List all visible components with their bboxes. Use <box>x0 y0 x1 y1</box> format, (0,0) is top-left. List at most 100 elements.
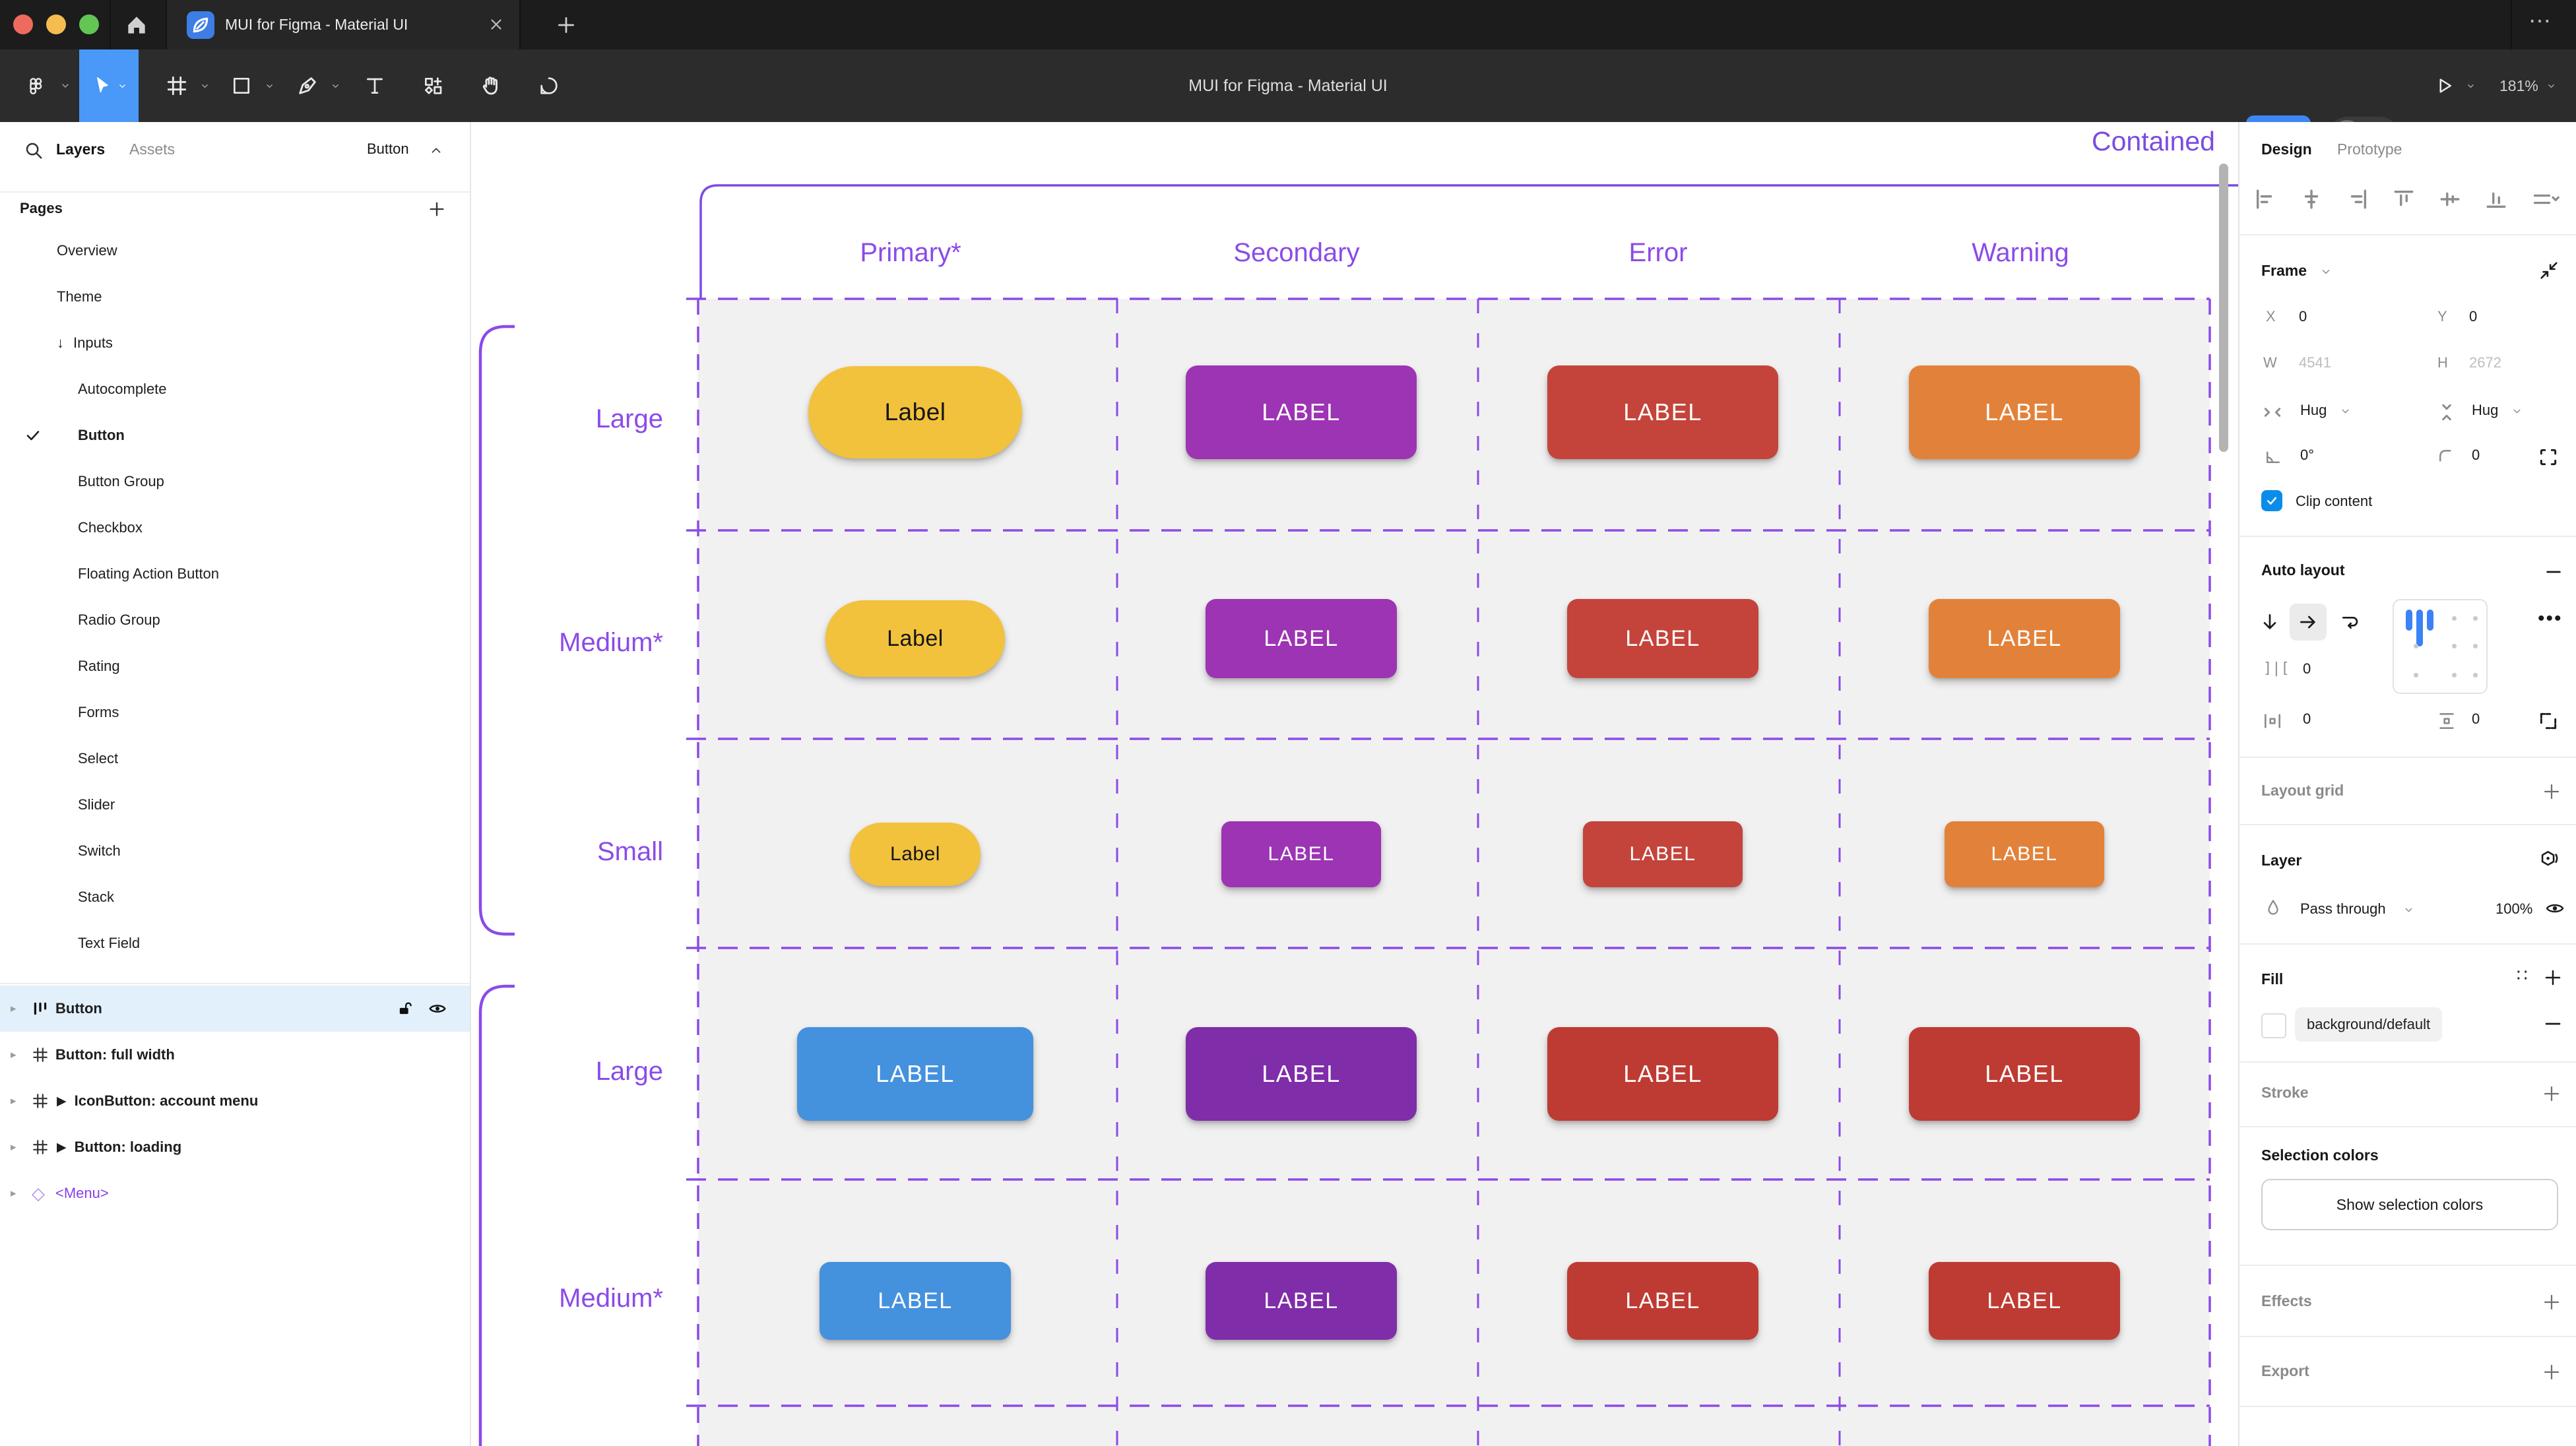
remove-fill-minus-icon[interactable] <box>2543 1014 2563 1034</box>
add-stroke-plus-icon[interactable] <box>2542 1084 2561 1104</box>
horizontal-padding-value[interactable]: 0 <box>2303 710 2311 727</box>
pen-tool-icon[interactable] <box>289 49 326 122</box>
vertical-padding-value[interactable]: 0 <box>2472 710 2480 727</box>
hug-horizontal-value[interactable]: Hug <box>2300 402 2327 418</box>
button-component[interactable]: LABEL <box>1186 1027 1417 1121</box>
canvas-viewport[interactable]: Contained Primary* Secondary Error Warni… <box>471 122 2238 1446</box>
tab-assets[interactable]: Assets <box>129 141 176 158</box>
rotation-value[interactable]: 0° <box>2300 447 2315 463</box>
auto-layout-more-icon[interactable]: ••• <box>2538 608 2563 629</box>
tab-design[interactable]: Design <box>2261 141 2312 158</box>
traffic-minimize-button[interactable] <box>46 15 66 34</box>
fill-token-chip[interactable]: background/default <box>2295 1007 2443 1042</box>
comment-tool-icon[interactable] <box>531 49 567 122</box>
button-component[interactable]: Label <box>825 600 1005 677</box>
flow-vertical-icon[interactable] <box>2259 612 2280 633</box>
search-icon[interactable] <box>24 141 44 160</box>
button-component[interactable]: LABEL <box>1547 365 1778 459</box>
page-item-button[interactable]: Button <box>0 412 470 458</box>
new-tab-plus-icon[interactable] <box>556 15 577 36</box>
tab-layers[interactable]: Layers <box>56 141 106 158</box>
page-item-rating[interactable]: Rating <box>0 643 470 689</box>
frame-tool-chevron-icon[interactable] <box>195 49 214 122</box>
present-chevron-icon[interactable] <box>2461 49 2480 122</box>
align-right-icon[interactable] <box>2346 188 2369 210</box>
resources-tool-icon[interactable] <box>414 49 451 122</box>
button-component[interactable]: LABEL <box>1583 821 1743 887</box>
section-title[interactable]: Contained <box>2092 126 2215 156</box>
gap-value[interactable]: 0 <box>2303 660 2311 677</box>
auto-layout-alignment-pad[interactable] <box>2393 599 2488 694</box>
button-component[interactable]: LABEL <box>1909 1027 2140 1121</box>
independent-padding-icon[interactable] <box>2538 710 2559 732</box>
x-value[interactable]: 0 <box>2299 308 2307 325</box>
show-selection-colors-button[interactable]: Show selection colors <box>2261 1179 2558 1230</box>
page-item-overview[interactable]: Overview <box>0 228 470 274</box>
chevron-down-icon[interactable] <box>2511 406 2523 417</box>
layer-row-button[interactable]: ▸ Button <box>0 986 470 1032</box>
page-item-theme[interactable]: Theme <box>0 274 470 320</box>
page-item-switch[interactable]: Switch <box>0 828 470 874</box>
button-component[interactable]: LABEL <box>1567 1262 1758 1340</box>
independent-corners-icon[interactable] <box>2538 447 2559 468</box>
button-component[interactable]: LABEL <box>1929 1262 2120 1340</box>
selection-scope-label[interactable]: Button <box>367 141 409 157</box>
page-item-checkbox[interactable]: Checkbox <box>0 505 470 551</box>
chevron-up-icon[interactable] <box>429 143 443 158</box>
expand-triangle-icon[interactable]: ▸ <box>11 1094 16 1107</box>
page-item-autocomplete[interactable]: Autocomplete <box>0 366 470 412</box>
flow-wrap-icon[interactable] <box>2340 612 2361 633</box>
page-item-inputs[interactable]: ↓ Inputs <box>0 320 470 366</box>
button-component[interactable]: LABEL <box>1929 599 2120 678</box>
unlock-icon[interactable] <box>396 999 414 1018</box>
chevron-down-icon[interactable] <box>2403 904 2414 916</box>
present-play-icon[interactable] <box>2428 49 2461 122</box>
button-component[interactable]: LABEL <box>1206 1262 1397 1340</box>
page-item-text-field[interactable]: Text Field <box>0 920 470 966</box>
main-menu-chevron-icon[interactable] <box>55 49 75 122</box>
button-component[interactable]: LABEL <box>1547 1027 1778 1121</box>
page-item-button-group[interactable]: Button Group <box>0 458 470 505</box>
button-component[interactable]: LABEL <box>1567 599 1758 678</box>
shape-tool-icon[interactable] <box>223 49 260 122</box>
expand-triangle-icon[interactable]: ▸ <box>11 1141 16 1153</box>
traffic-close-button[interactable] <box>13 15 33 34</box>
button-component[interactable]: LABEL <box>1221 821 1381 887</box>
align-bottom-icon[interactable] <box>2485 188 2507 210</box>
button-component[interactable]: LABEL <box>1186 365 1417 459</box>
page-item-forms[interactable]: Forms <box>0 689 470 736</box>
expand-triangle-icon[interactable]: ▸ <box>11 1002 16 1015</box>
shape-tool-chevron-icon[interactable] <box>260 49 278 122</box>
expand-triangle-icon[interactable]: ▸ <box>11 1048 16 1061</box>
align-top-icon[interactable] <box>2393 188 2415 210</box>
zoom-chevron-icon[interactable] <box>2542 49 2560 122</box>
button-component[interactable]: LABEL <box>1909 365 2140 459</box>
fill-styles-icon[interactable]: ∷ <box>2517 965 2529 985</box>
move-tool-button[interactable] <box>79 49 139 122</box>
layer-row-iconbutton-account-menu[interactable]: ▸ ▶ IconButton: account menu <box>0 1078 470 1124</box>
page-item-radio-group[interactable]: Radio Group <box>0 597 470 643</box>
home-icon[interactable] <box>124 13 149 38</box>
w-value[interactable]: 4541 <box>2299 354 2331 371</box>
frame-section-header[interactable]: Frame <box>2261 262 2307 279</box>
add-layout-grid-plus-icon[interactable] <box>2542 782 2561 802</box>
layer-row-button-loading[interactable]: ▸ ▶ Button: loading <box>0 1124 470 1170</box>
button-component[interactable]: Label <box>808 366 1022 458</box>
text-tool-icon[interactable] <box>356 49 393 122</box>
layer-row-button-full-width[interactable]: ▸ Button: full width <box>0 1032 470 1078</box>
visibility-eye-icon[interactable] <box>428 999 447 1019</box>
clip-content-checkbox[interactable] <box>2261 490 2282 511</box>
page-item-select[interactable]: Select <box>0 736 470 782</box>
opacity-value[interactable]: 100% <box>2496 900 2533 917</box>
button-component[interactable]: LABEL <box>820 1262 1011 1340</box>
blend-mode-value[interactable]: Pass through <box>2300 900 2386 917</box>
main-menu-figma-icon[interactable] <box>15 49 57 122</box>
traffic-zoom-button[interactable] <box>79 15 99 34</box>
button-component[interactable]: Label <box>850 823 981 886</box>
chevron-down-icon[interactable] <box>2340 406 2351 417</box>
remove-auto-layout-minus-icon[interactable] <box>2544 563 2563 581</box>
corner-radius-value[interactable]: 0 <box>2472 447 2480 463</box>
add-page-plus-icon[interactable] <box>428 200 446 218</box>
file-tab[interactable]: MUI for Figma - Material UI <box>167 0 519 49</box>
flow-horizontal-selected[interactable] <box>2290 604 2327 641</box>
